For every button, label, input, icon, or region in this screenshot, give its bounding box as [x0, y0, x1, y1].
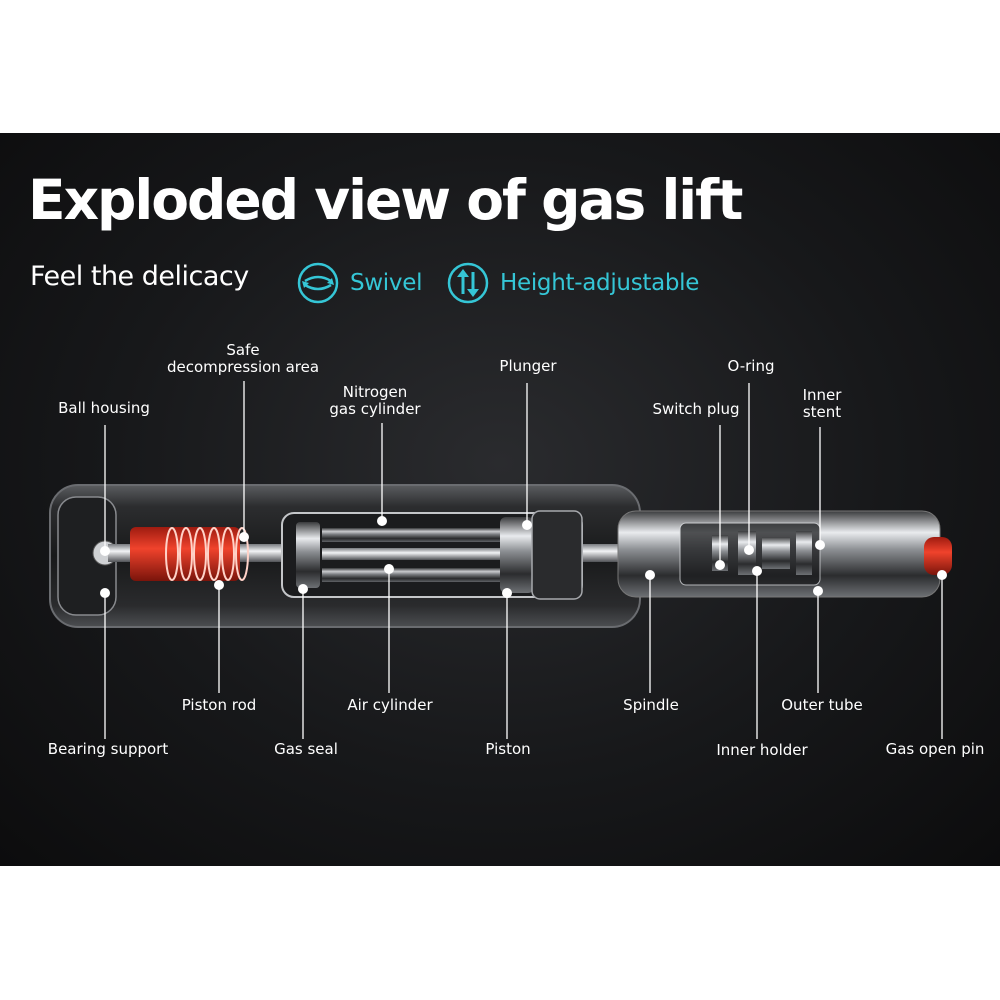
label-outer-tube: Outer tube: [781, 696, 863, 714]
tagline: Feel the delicacy: [30, 261, 249, 292]
label-plunger: Plunger: [499, 357, 557, 375]
label-inner-stent-line2: stent: [802, 403, 842, 421]
piston-shape: [500, 517, 534, 593]
decompression-red-part: [130, 527, 240, 581]
label-piston: Piston: [485, 740, 531, 758]
label-safe-decompression-area: Safe decompression area: [167, 342, 319, 376]
label-gas-open-pin: Gas open pin: [885, 740, 985, 758]
gas-seal-shape: [296, 522, 320, 588]
label-nitrogen-line2: gas cylinder: [329, 400, 421, 418]
leader-dots: [100, 516, 947, 598]
label-inner-stent-line1: Inner: [802, 386, 842, 404]
label-safe-decompression-line2: decompression area: [166, 358, 320, 376]
feature-swivel: Swivel: [296, 261, 422, 305]
label-inner-stent: Inner stent: [803, 387, 842, 421]
feature-swivel-label: Swivel: [350, 270, 423, 296]
label-air-cylinder: Air cylinder: [347, 696, 433, 714]
label-nitrogen-gas-cylinder: Nitrogen gas cylinder: [329, 384, 420, 418]
label-gas-seal: Gas seal: [274, 740, 338, 758]
label-piston-rod: Piston rod: [181, 696, 257, 714]
height-adjust-icon: [447, 262, 489, 304]
leader-lines: [104, 381, 943, 739]
gas-open-pin-shape: [924, 537, 952, 575]
feature-height-adjustable: Height-adjustable: [446, 261, 699, 305]
label-inner-holder: Inner holder: [716, 741, 808, 759]
label-safe-decompression-line1: Safe: [226, 341, 260, 359]
gas-lift-illustration: [49, 381, 952, 739]
label-switch-plug: Switch plug: [652, 400, 740, 418]
swivel-icon: [297, 262, 339, 304]
page-title: Exploded view of gas lift: [28, 168, 743, 232]
spring-coils: [165, 527, 249, 581]
label-o-ring: O-ring: [727, 357, 775, 375]
label-bearing-support: Bearing support: [47, 740, 169, 758]
label-ball-housing: Ball housing: [58, 399, 150, 417]
diagram-panel: Exploded view of gas lift Feel the delic…: [0, 133, 1000, 866]
feature-height-adjustable-label: Height-adjustable: [500, 270, 700, 296]
label-nitrogen-line1: Nitrogen: [342, 383, 408, 401]
label-spindle: Spindle: [623, 696, 679, 714]
